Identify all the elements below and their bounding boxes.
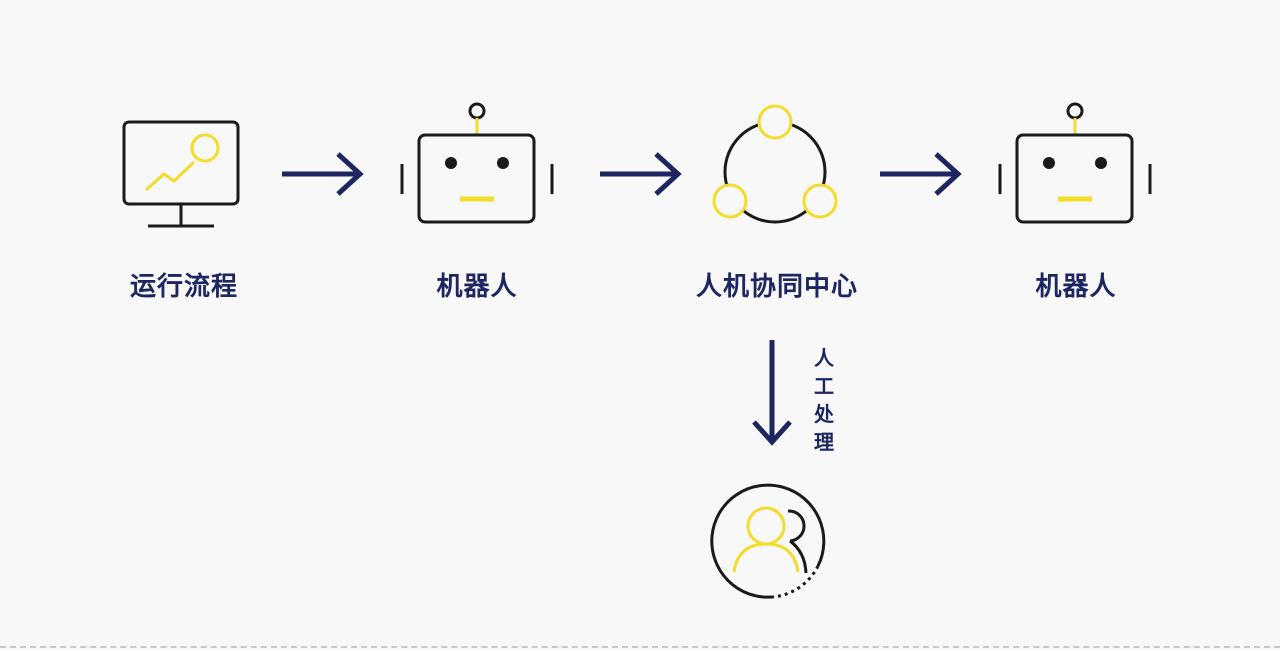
collaboration-hub-icon bbox=[712, 104, 838, 224]
step-label-run-process: 运行流程 bbox=[129, 272, 239, 302]
arrow-right-icon bbox=[880, 152, 962, 196]
step-label-collaboration-center: 人机协同中心 bbox=[695, 272, 859, 302]
arrow-right-icon bbox=[282, 152, 364, 196]
robot-icon bbox=[998, 102, 1152, 224]
manual-processing-label: 人 工 处 理 bbox=[814, 346, 834, 454]
person-icon bbox=[710, 483, 826, 599]
bottom-divider bbox=[0, 646, 1280, 648]
robot-icon bbox=[400, 102, 554, 224]
step-label-robot: 机器人 bbox=[436, 272, 518, 302]
monitor-chart-icon bbox=[122, 120, 240, 228]
arrow-right-icon bbox=[600, 152, 682, 196]
step-label-robot-2: 机器人 bbox=[1035, 272, 1117, 302]
arrow-down-icon bbox=[752, 340, 792, 446]
